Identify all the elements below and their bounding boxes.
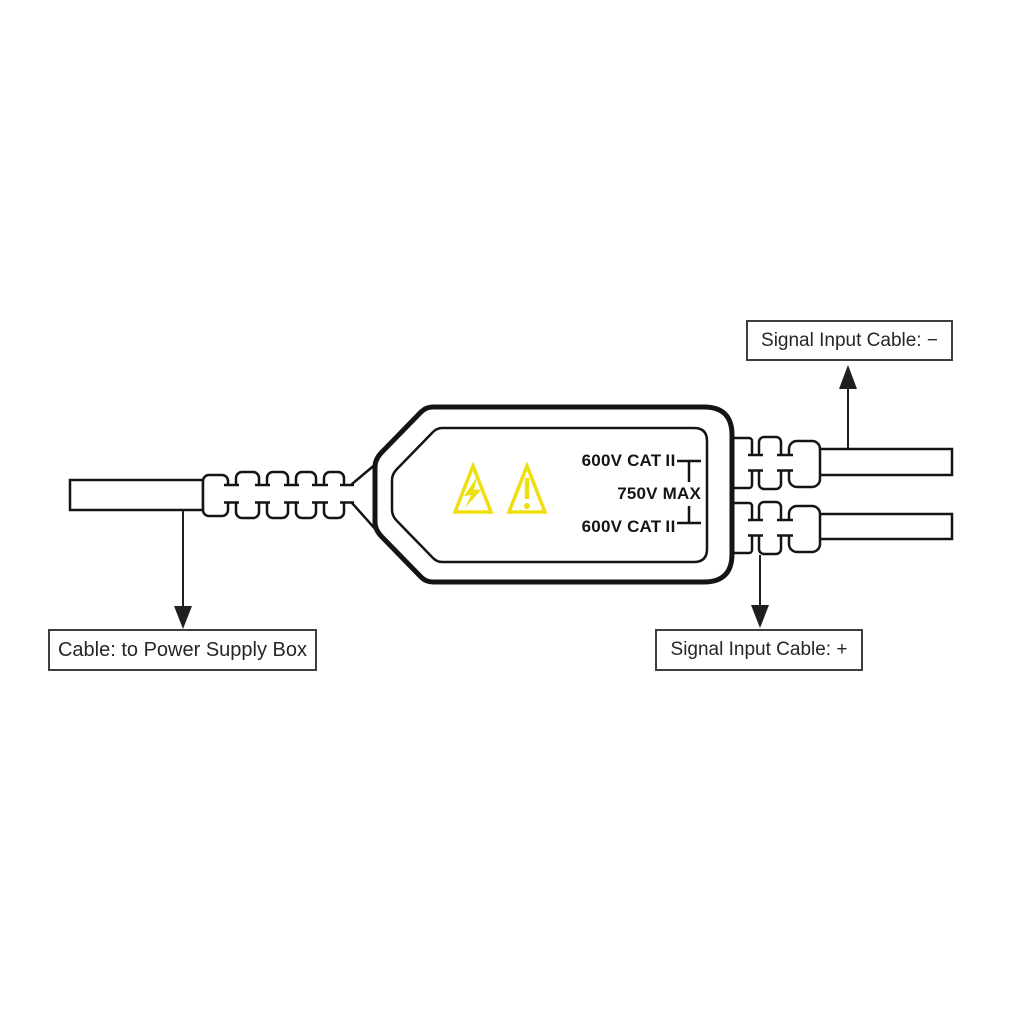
power-cable-outline [68,478,205,512]
leader-arrows [174,365,857,629]
signal-plus-cable-outline [816,512,954,541]
caution-warning-icon [506,461,548,514]
strain-relief-neck-lines [224,483,354,504]
strain-relief-end [787,439,822,489]
power-cable-arrow [174,511,192,629]
left-strain-relief [201,461,379,533]
strain-relief-end [787,504,822,554]
strain-relief-neck-lines [748,453,793,472]
strain-relief-neck-lines [748,518,793,537]
device-body-outer-outline [372,404,735,585]
callout-signal-input-minus: Signal Input Cable: − [746,320,953,361]
rating-top-category: II [665,451,676,470]
rating-bracket [677,459,701,525]
strain-relief-rib [757,500,783,556]
signal-plus-cable-assembly [724,500,954,556]
rating-max-label: 750V MAX [617,484,701,503]
device-body [372,404,735,585]
arrowhead-down-icon [174,606,192,629]
callout-power-supply-cable: Cable: to Power Supply Box [48,629,317,671]
callout-signal-input-plus: Signal Input Cable: + [655,629,863,671]
signal-minus-cable-outline [816,447,954,477]
rating-bottom-prefix: 600V CAT [581,517,662,536]
strain-relief-rib [757,435,783,491]
strain-relief-necks [224,486,354,502]
rating-top-prefix: 600V CAT [581,451,662,470]
power-cable [68,478,205,512]
signal-minus-cable-assembly [724,435,954,491]
callout-power-supply-cable-label: Cable: to Power Supply Box [57,638,308,661]
strain-relief-necks [749,456,792,470]
strain-relief-necks [749,521,792,535]
callout-signal-input-minus-label: Signal Input Cable: − [761,329,938,351]
rating-bottom-category: II [665,517,676,536]
arrowhead-down-icon [751,605,769,628]
signal-plus-arrow [751,555,769,628]
high-voltage-warning-icon [452,461,494,514]
device-body-inner-outline [390,426,709,564]
arrowhead-up-icon [839,365,857,389]
signal-minus-arrow [839,365,857,449]
callout-signal-input-plus-label: Signal Input Cable: + [670,639,848,660]
